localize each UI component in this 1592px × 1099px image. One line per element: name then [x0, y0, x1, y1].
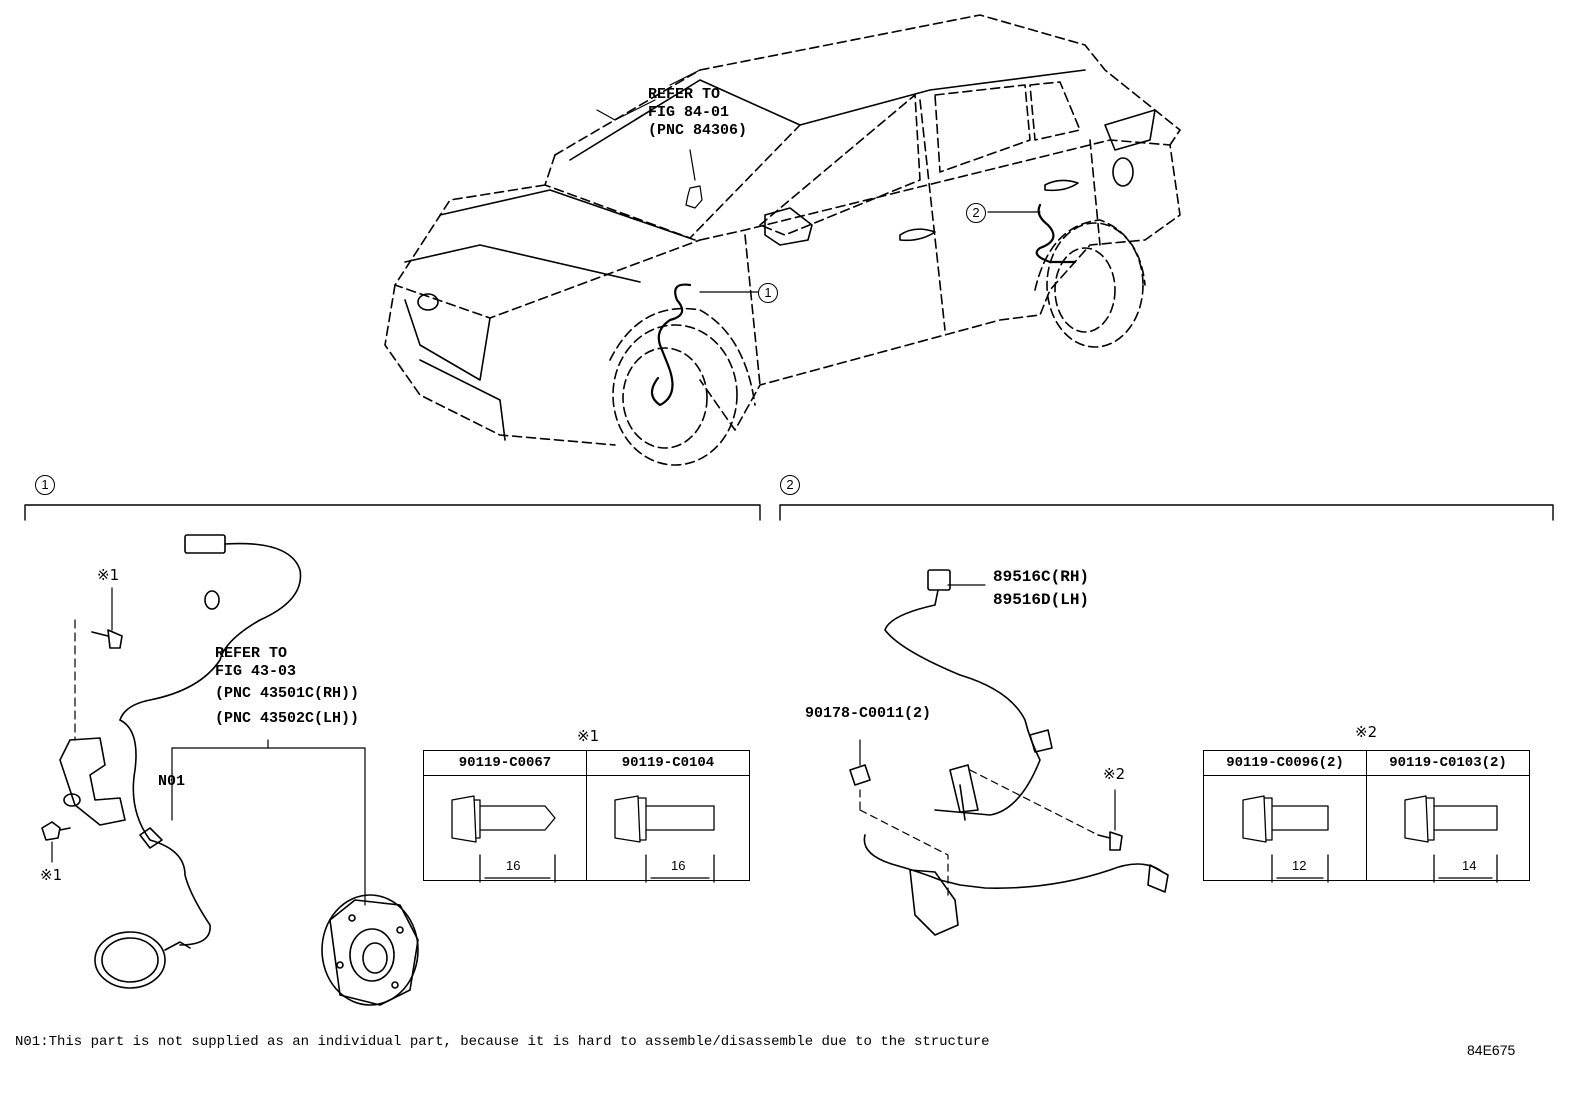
part-lh: 89516D(LH) [993, 591, 1090, 609]
section1-parts [41, 534, 419, 1006]
car-illustration [384, 14, 1181, 466]
front-sensor-connector [184, 534, 226, 554]
bolt-table-2: 90119-C0096(2) 90119-C0103(2) 12 14 [1203, 750, 1530, 881]
bolt-top [91, 629, 123, 649]
section1-marker: 1 [35, 475, 55, 495]
table2-part-2: 90119-C0103(2) [1366, 750, 1530, 776]
note-mark-rear: ※2 [1103, 765, 1126, 783]
car-rear-wheel [1046, 222, 1144, 348]
section1-bracket [24, 504, 761, 521]
table2-length-2: 14 [1462, 858, 1477, 873]
refer-s1-line-2: FIG 43-03 [215, 663, 297, 680]
refer-top-line-3: (PNC 84306) [648, 122, 748, 139]
axle-hub [321, 894, 419, 1006]
sensor-rotor-ring [94, 931, 166, 989]
table1-length-2: 16 [671, 858, 686, 873]
front-sensor-wire [650, 283, 692, 407]
table1-part-1: 90119-C0067 [423, 750, 587, 776]
table1-cell-1: 16 [423, 775, 587, 881]
refer-s1-line-1: REFER TO [215, 645, 288, 662]
section2-bracket [779, 504, 1554, 521]
rear-sensor-connector [927, 569, 951, 591]
table1-cell-2: 16 [586, 775, 750, 881]
table2-title: ※2 [1355, 723, 1378, 741]
car-body-side [699, 139, 1181, 431]
bolt-table-1: 90119-C0067 90119-C0104 16 16 [423, 750, 750, 881]
table2-cell-2: 14 [1366, 775, 1530, 881]
table2-cell-1: 12 [1203, 775, 1367, 881]
callout-2: 2 [966, 203, 986, 223]
table1-length-1: 16 [506, 858, 521, 873]
callout-1: 1 [758, 283, 778, 303]
car-hood [394, 184, 701, 319]
car-door-handle-front [899, 228, 936, 242]
n01-label: N01 [158, 773, 186, 790]
section2-marker: 2 [780, 475, 800, 495]
clip [849, 764, 871, 786]
bolt-rear [1097, 831, 1123, 851]
table2-part-1: 90119-C0096(2) [1203, 750, 1367, 776]
table2-length-1: 12 [1292, 858, 1307, 873]
car-rear-window [934, 84, 1031, 173]
footer-note: N01:This part is not supplied as an indi… [15, 1034, 990, 1050]
rear-sensor-bracket [949, 764, 979, 813]
part-rh: 89516C(RH) [993, 568, 1090, 586]
refer-s1-line-4: (PNC 43502C(LH)) [215, 710, 360, 727]
note-mark-bottom: ※1 [40, 866, 63, 884]
car-front-wheel [612, 324, 738, 466]
bolt-bottom [41, 821, 71, 841]
front-sensor-bracket [59, 737, 126, 826]
car-rear-lamp [1104, 109, 1156, 151]
rear-sensor-bracket-lower [909, 869, 959, 936]
note-mark-top: ※1 [97, 566, 120, 584]
car-front-window [759, 94, 921, 236]
car-side-mirror [764, 207, 813, 246]
car-front-bumper [384, 284, 616, 446]
refer-top-line-1: REFER TO [648, 86, 721, 103]
clip-part: 90178-C0011(2) [805, 705, 932, 722]
section2-parts [849, 569, 1169, 936]
refer-top-line-2: FIG 84-01 [648, 104, 730, 121]
figure-ref-code: 84E675 [1467, 1042, 1516, 1058]
table1-part-2: 90119-C0104 [586, 750, 750, 776]
refer-s1-line-3: (PNC 43501C(RH)) [215, 685, 360, 702]
rear-sensor-wire [1035, 203, 1077, 264]
car-emblem [417, 293, 439, 311]
car-windshield [544, 124, 801, 239]
rear-sensor-grommet [1029, 729, 1053, 753]
car-door-handle-rear [1044, 179, 1079, 192]
antenna-part [685, 185, 703, 209]
table1-title: ※1 [577, 727, 600, 745]
